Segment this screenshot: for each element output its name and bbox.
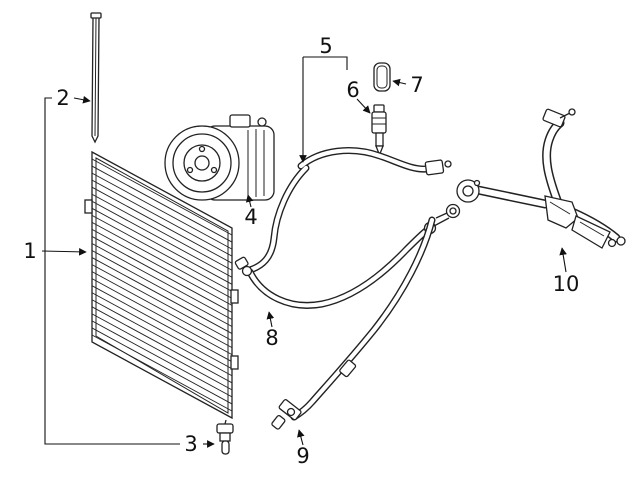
callout-2[interactable]: 2 — [56, 86, 69, 110]
callout-1[interactable]: 1 — [23, 239, 36, 263]
pipe-assembly-drawing — [456, 108, 626, 249]
callout-9[interactable]: 9 — [296, 444, 309, 468]
suction-hose-drawing — [250, 151, 452, 270]
grommet-drawing — [373, 62, 391, 92]
callout-8[interactable]: 8 — [265, 326, 278, 350]
compressor-drawing — [164, 114, 275, 201]
seal-strip-drawing — [90, 12, 102, 144]
callout-3[interactable]: 3 — [184, 432, 197, 456]
callout-4[interactable]: 4 — [244, 205, 257, 229]
leader-lines — [41, 56, 567, 448]
service-valve-drawing — [371, 104, 387, 157]
condenser-drawing — [84, 150, 239, 429]
condenser-fins — [91, 158, 233, 412]
callout-7[interactable]: 7 — [410, 73, 423, 97]
callout-6[interactable]: 6 — [346, 78, 359, 102]
callout-5[interactable]: 5 — [319, 34, 332, 58]
drain-valve-drawing — [216, 423, 234, 455]
lower-hose-drawing — [271, 203, 461, 430]
callout-10[interactable]: 10 — [553, 272, 580, 296]
callouts: 1 2 3 4 5 6 7 8 9 10 — [23, 34, 579, 468]
